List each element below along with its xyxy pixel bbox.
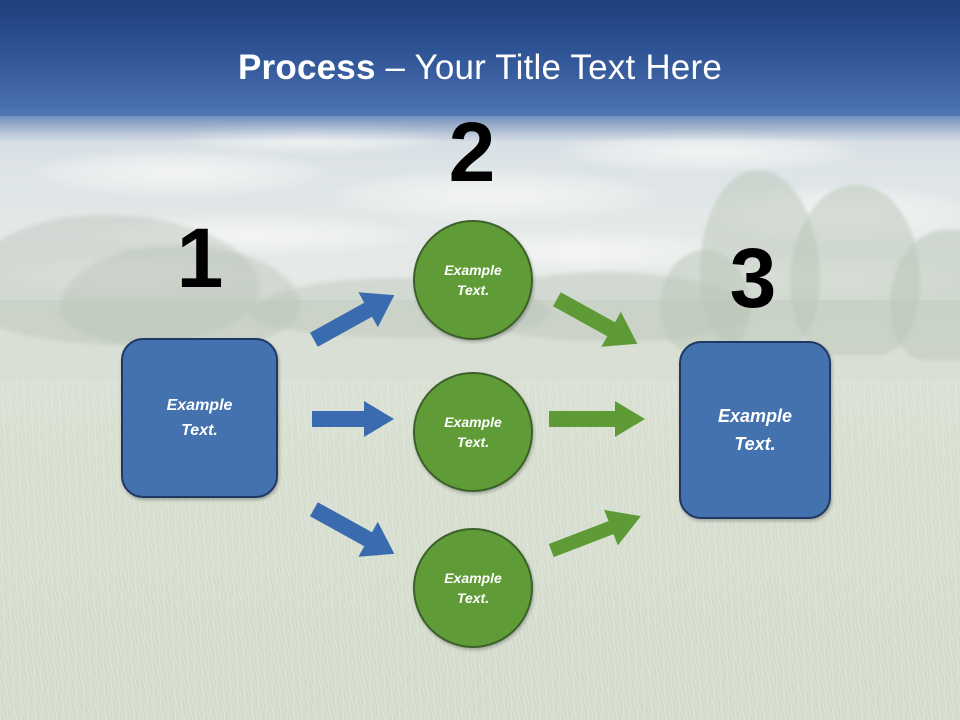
step-number-3: 3 — [729, 231, 777, 325]
step-number-2: 2 — [448, 105, 496, 199]
arrow-down-right-green — [543, 285, 653, 360]
node-right-box-label: Example Text. — [717, 406, 793, 454]
arrow-up-right-blue — [300, 280, 410, 355]
arrow-up-right-green — [540, 498, 655, 568]
cloud-shape — [660, 255, 960, 303]
node-left-box[interactable]: Example Text. — [121, 338, 278, 498]
node-right-box[interactable]: Example Text. — [679, 341, 831, 519]
arrow-right-blue — [308, 398, 398, 440]
tree-right — [890, 230, 960, 360]
node-circle-top-label: Example Text. — [444, 262, 502, 298]
tree-right — [790, 185, 920, 355]
page-title-rest: – Your Title Text Here — [385, 48, 722, 87]
node-circle-top[interactable]: Example Text. — [413, 220, 533, 340]
page-title: Process – Your Title Text Here — [0, 48, 960, 88]
title-band-fade — [0, 108, 960, 142]
arrow-right-green — [545, 398, 649, 440]
node-circle-bottom[interactable]: Example Text. — [413, 528, 533, 648]
cloud-shape — [30, 150, 330, 196]
title-band — [0, 0, 960, 142]
step-number-1: 1 — [176, 211, 224, 305]
arrow-down-right-blue — [300, 495, 410, 570]
cloud-shape — [80, 215, 420, 255]
node-circle-middle[interactable]: Example Text. — [413, 372, 533, 492]
page-title-strong: Process — [238, 48, 386, 87]
node-left-box-label: Example Text. — [166, 397, 233, 439]
node-circle-middle-label: Example Text. — [444, 414, 502, 450]
node-circle-bottom-label: Example Text. — [444, 570, 502, 606]
